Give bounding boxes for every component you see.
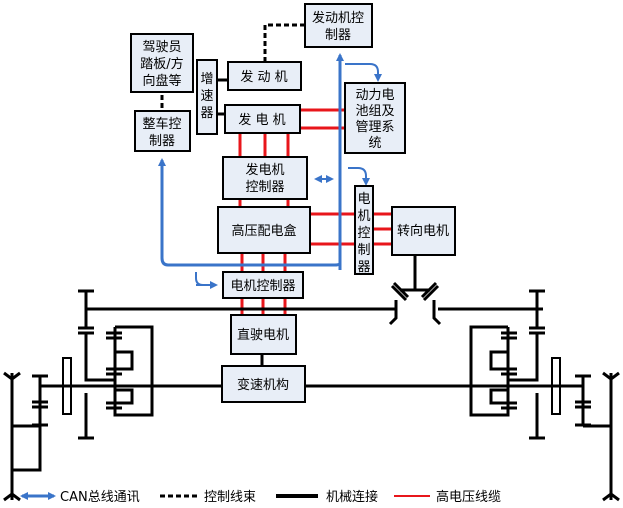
legend-label-mechanical: 机械连接 [326, 489, 378, 505]
direct-drive-motor-label: 直驶电机 [237, 328, 289, 343]
motor-controller-box: 电机控制器 [222, 271, 304, 299]
hv-distribution-label: 高压配电盒 [231, 223, 296, 239]
generator-controller-label-2: 控制器 [245, 180, 284, 195]
engine-box: 发 动 机 [227, 61, 302, 91]
driver-input-box: 驾驶员 踏板/方 向盘等 [130, 33, 194, 93]
generator-box: 发 电 机 [224, 104, 301, 134]
steering-motor-controller-label-3: 控 [357, 226, 370, 241]
transmission-label: 变速机构 [237, 377, 289, 393]
speed-increaser-label-2: 速 [200, 89, 213, 104]
legend-item-mechanical: 机械连接 [276, 489, 378, 505]
legend-item-high-voltage: 高电压线缆 [394, 489, 501, 505]
steering-motor-box: 转向电机 [391, 206, 456, 256]
steering-motor-controller-label-4: 制 [357, 243, 370, 258]
vehicle-controller-label-2: 制器 [149, 134, 175, 149]
transmission-box: 变速机构 [221, 365, 306, 403]
battery-label-2: 池组及 [355, 104, 394, 119]
control-line-engine [263, 23, 305, 62]
engine-controller-label-2: 制器 [325, 28, 351, 43]
can-bus [158, 53, 382, 289]
legend-item-control: 控制线束 [160, 490, 256, 505]
steering-motor-controller-label-2: 机 [357, 209, 370, 224]
engine-controller-box: 发动机控 制器 [304, 3, 373, 48]
direct-drive-motor-box: 直驶电机 [230, 314, 297, 355]
generator-controller-label-1: 发电机 [245, 162, 284, 178]
generator-label: 发 电 机 [238, 112, 285, 128]
battery-label-3: 管理系 [355, 120, 394, 135]
speed-increaser-label-3: 器 [200, 106, 213, 121]
driver-input-label-1: 驾驶员 [142, 40, 181, 55]
speed-increaser-label-1: 增 [200, 72, 213, 87]
driver-input-label-2: 踏板/方 [140, 56, 183, 72]
engine-controller-label-1: 发动机控 [312, 10, 364, 26]
driver-input-label-3: 向盘等 [142, 73, 181, 89]
battery-box: 动力电 池组及 管理系 统 [344, 82, 406, 154]
hv-distribution-box: 高压配电盒 [217, 206, 311, 254]
steering-motor-controller-box: 电 机 控 制 器 [354, 185, 374, 275]
legend-label-can: CAN总线通讯 [60, 490, 140, 505]
steering-motor-label: 转向电机 [397, 223, 449, 239]
steering-motor-controller-label-1: 电 [357, 192, 370, 207]
vehicle-controller-box: 整车控 制器 [134, 110, 191, 152]
legend-label-high-voltage: 高电压线缆 [436, 489, 501, 505]
legend-item-can: CAN总线通讯 [20, 490, 140, 505]
hv-cables [238, 108, 392, 315]
legend-label-control: 控制线束 [204, 490, 256, 505]
motor-controller-label: 电机控制器 [230, 279, 295, 294]
mechanical-links [3, 78, 620, 502]
vehicle-controller-label-1: 整车控 [142, 116, 181, 132]
steering-motor-controller-label-5: 器 [357, 260, 370, 275]
battery-label-1: 动力电 [355, 88, 394, 103]
engine-label: 发 动 机 [240, 69, 287, 85]
battery-label-4: 统 [368, 136, 381, 151]
generator-controller-box: 发电机 控制器 [222, 156, 308, 200]
speed-increaser-box: 增 速 器 [196, 59, 218, 135]
legend: CAN总线通讯 控制线束 机械连接 高电压线缆 [20, 489, 501, 505]
